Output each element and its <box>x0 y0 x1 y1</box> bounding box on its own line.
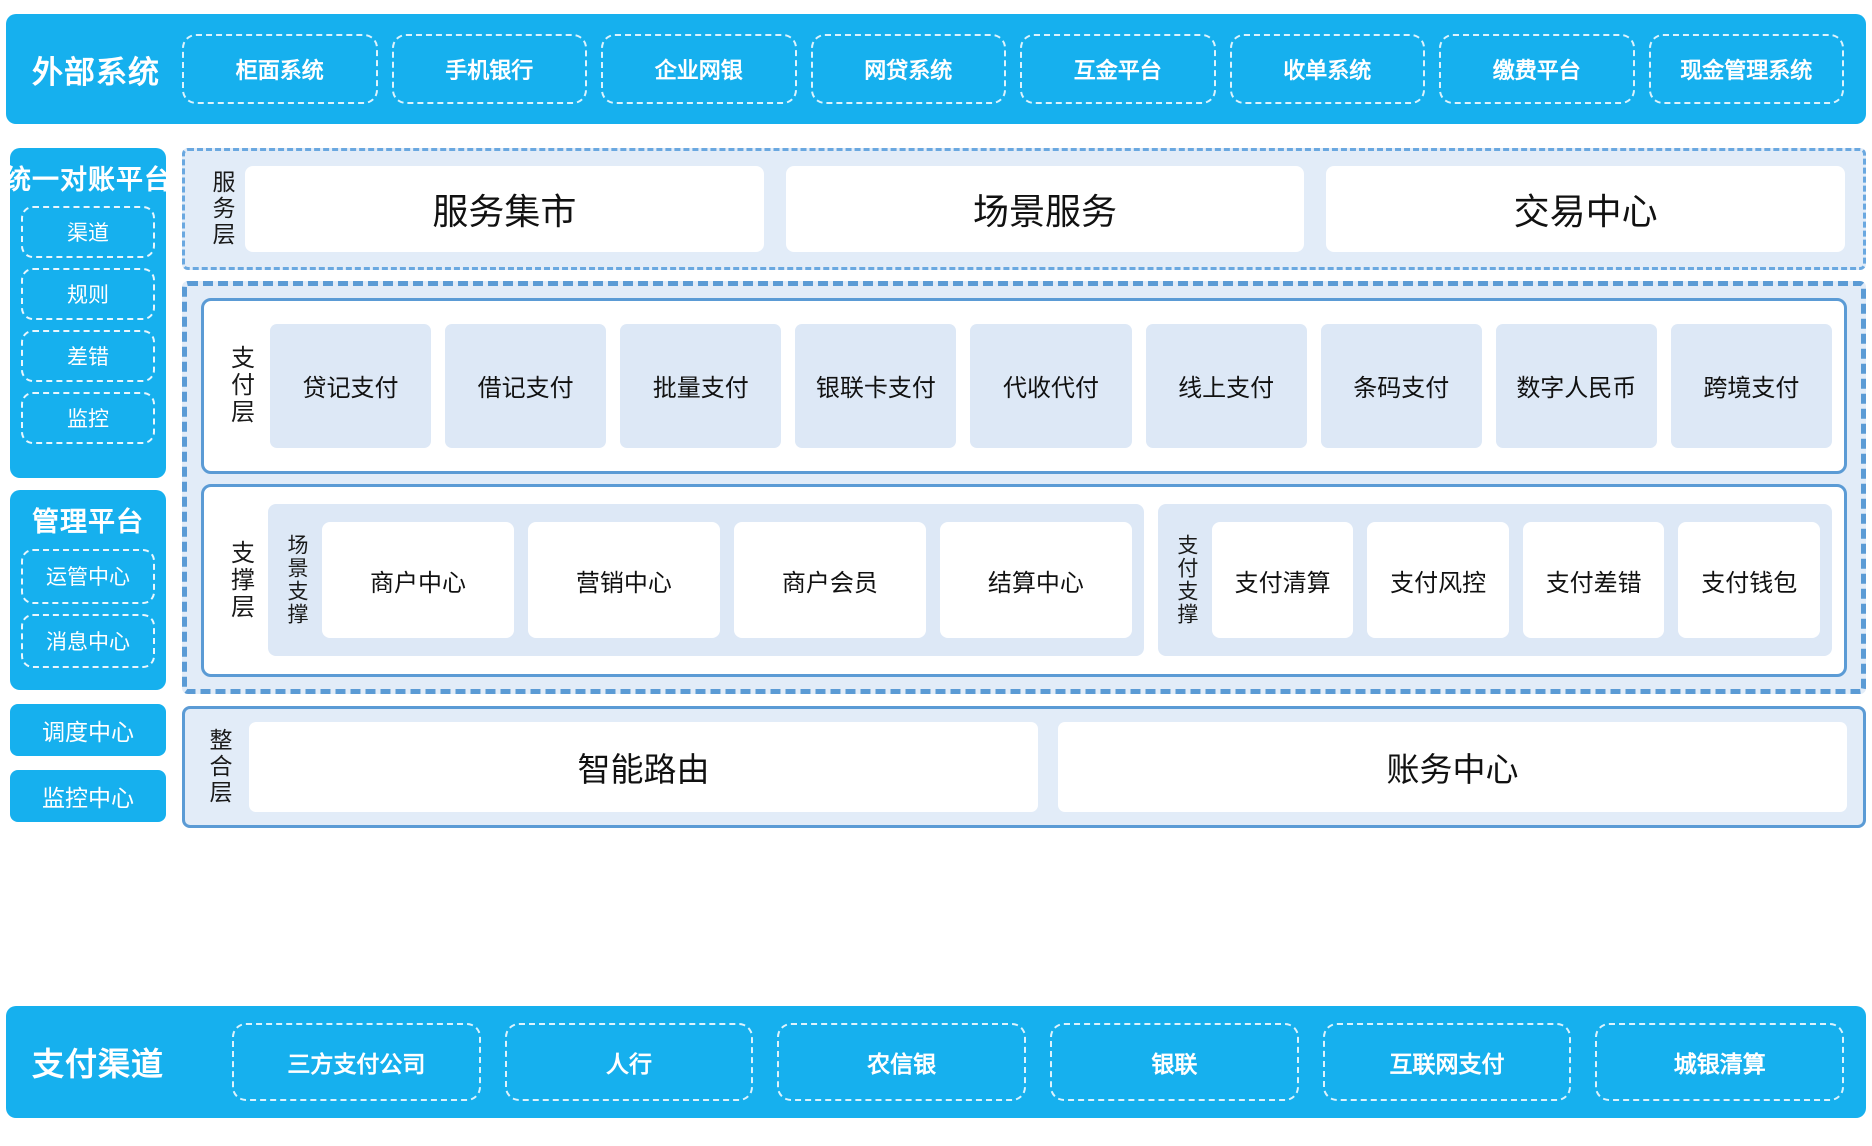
payment-channel-title: 支付渠道 <box>32 1046 165 1082</box>
pay-card-collection-payment[interactable]: 代收代付 <box>970 323 1132 448</box>
service-card-scenario[interactable]: 场景服务 <box>785 166 1305 252</box>
management-platform-title: 管理平台 <box>32 507 144 537</box>
pay-support-cards: 支付清算 支付风控 支付差错 支付钱包 <box>1206 522 1821 639</box>
reconciliation-item-channel[interactable]: 渠道 <box>20 206 156 258</box>
service-layer-label: 服务层 <box>209 170 235 248</box>
payment-channel-chip[interactable]: 农信银 <box>777 1023 1027 1101</box>
monitoring-center-card[interactable]: 监控中心 <box>10 770 166 822</box>
support-card-pay-wallet[interactable]: 支付钱包 <box>1678 522 1821 639</box>
scene-support-group: 场景支撑 商户中心 营销中心 商户会员 结算中心 <box>268 504 1144 657</box>
integration-card-smart-routing[interactable]: 智能路由 <box>249 722 1038 812</box>
payment-channel-chip[interactable]: 互联网支付 <box>1322 1023 1572 1101</box>
reconciliation-platform-card: 统一对账平台 渠道 规则 差错 监控 <box>4 148 171 478</box>
external-system-chip[interactable]: 收单系统 <box>1229 34 1425 104</box>
pay-card-barcode[interactable]: 条码支付 <box>1320 323 1482 448</box>
pay-support-group: 支付支撑 支付清算 支付风控 支付差错 支付钱包 <box>1157 504 1832 657</box>
pay-card-credit[interactable]: 贷记支付 <box>270 323 432 448</box>
scene-support-label: 场景支撑 <box>285 534 308 627</box>
external-system-chip[interactable]: 现金管理系统 <box>1648 34 1844 104</box>
payment-channel-chip[interactable]: 银联 <box>1050 1023 1299 1101</box>
management-platform-card: 管理平台 运管中心 消息中心 <box>10 490 166 690</box>
support-layer-groups: 场景支撑 商户中心 营销中心 商户会员 结算中心 支付支撑 支付清算 支付风控 … <box>264 504 1832 657</box>
integration-layer-cards: 智能路由 账务中心 <box>243 722 1847 812</box>
service-layer-cards: 服务集市 场景服务 交易中心 <box>245 166 1846 252</box>
pay-card-cross-border[interactable]: 跨境支付 <box>1670 323 1832 448</box>
external-system-chip[interactable]: 企业网银 <box>601 34 797 104</box>
service-card-transaction-center[interactable]: 交易中心 <box>1326 166 1846 252</box>
payment-channel-items: 三方支付公司 人行 农信银 银联 互联网支付 城银清算 <box>232 1023 1845 1101</box>
payment-channel-bar: 支付渠道 三方支付公司 人行 农信银 银联 互联网支付 城银清算 <box>6 1006 1866 1118</box>
management-item-message-center[interactable]: 消息中心 <box>20 613 156 668</box>
payment-channel-chip[interactable]: 人行 <box>504 1023 754 1101</box>
pay-card-batch[interactable]: 批量支付 <box>620 323 782 448</box>
pay-card-digital-rmb[interactable]: 数字人民币 <box>1495 323 1657 448</box>
pay-layer-cards: 贷记支付 借记支付 批量支付 银联卡支付 代收代付 线上支付 条码支付 数字人民… <box>264 323 1832 448</box>
external-systems-items: 柜面系统 手机银行 企业网银 网贷系统 互金平台 收单系统 缴费平台 现金管理系… <box>182 34 1844 104</box>
support-layer-label: 支撑层 <box>226 539 254 621</box>
external-system-chip[interactable]: 网贷系统 <box>810 34 1006 104</box>
external-system-chip[interactable]: 缴费平台 <box>1439 34 1635 104</box>
pay-card-online[interactable]: 线上支付 <box>1145 323 1307 448</box>
scene-support-cards: 商户中心 营销中心 商户会员 结算中心 <box>316 522 1132 639</box>
external-systems-bar: 外部系统 柜面系统 手机银行 企业网银 网贷系统 互金平台 收单系统 缴费平台 … <box>6 14 1866 124</box>
support-card-pay-clearing[interactable]: 支付清算 <box>1211 522 1354 639</box>
pay-card-unionpay[interactable]: 银联卡支付 <box>795 323 957 448</box>
support-card-pay-error[interactable]: 支付差错 <box>1522 522 1665 639</box>
external-system-chip[interactable]: 互金平台 <box>1020 34 1216 104</box>
payment-channel-chip[interactable]: 城银清算 <box>1595 1023 1845 1101</box>
reconciliation-platform-title: 统一对账平台 <box>4 165 172 195</box>
payment-channel-chip[interactable]: 三方支付公司 <box>232 1023 481 1101</box>
support-card-marketing-center[interactable]: 营销中心 <box>527 522 720 639</box>
reconciliation-item-monitor[interactable]: 监控 <box>20 392 156 444</box>
support-layer-panel: 支撑层 场景支撑 商户中心 营销中心 商户会员 结算中心 支付支撑 支付清算 <box>201 483 1847 677</box>
reconciliation-item-error[interactable]: 差错 <box>20 330 156 382</box>
service-card-marketplace[interactable]: 服务集市 <box>245 166 764 252</box>
external-systems-title: 外部系统 <box>32 54 160 90</box>
reconciliation-item-rule[interactable]: 规则 <box>20 268 156 320</box>
service-layer-container: 服务层 服务集市 场景服务 交易中心 <box>182 148 1866 270</box>
pay-layer-panel: 支付层 贷记支付 借记支付 批量支付 银联卡支付 代收代付 线上支付 条码支付 … <box>201 298 1847 474</box>
support-card-merchant-center[interactable]: 商户中心 <box>322 522 514 639</box>
management-item-operations-center[interactable]: 运管中心 <box>20 549 156 604</box>
external-system-chip[interactable]: 柜面系统 <box>182 34 378 104</box>
pay-support-label: 支付支撑 <box>1174 534 1198 627</box>
external-system-chip[interactable]: 手机银行 <box>391 34 587 104</box>
core-layer-container: 支付层 贷记支付 借记支付 批量支付 银联卡支付 代收代付 线上支付 条码支付 … <box>182 281 1866 694</box>
scheduling-center-card[interactable]: 调度中心 <box>10 704 166 756</box>
pay-card-debit[interactable]: 借记支付 <box>445 323 607 448</box>
integration-card-accounting-center[interactable]: 账务中心 <box>1058 722 1847 812</box>
support-card-settlement-center[interactable]: 结算中心 <box>939 522 1132 639</box>
support-card-merchant-member[interactable]: 商户会员 <box>733 522 926 639</box>
support-card-pay-risk-control[interactable]: 支付风控 <box>1367 522 1509 639</box>
integration-layer-container: 整合层 智能路由 账务中心 <box>182 706 1866 828</box>
integration-layer-label: 整合层 <box>206 728 232 806</box>
pay-layer-label: 支付层 <box>226 345 254 427</box>
